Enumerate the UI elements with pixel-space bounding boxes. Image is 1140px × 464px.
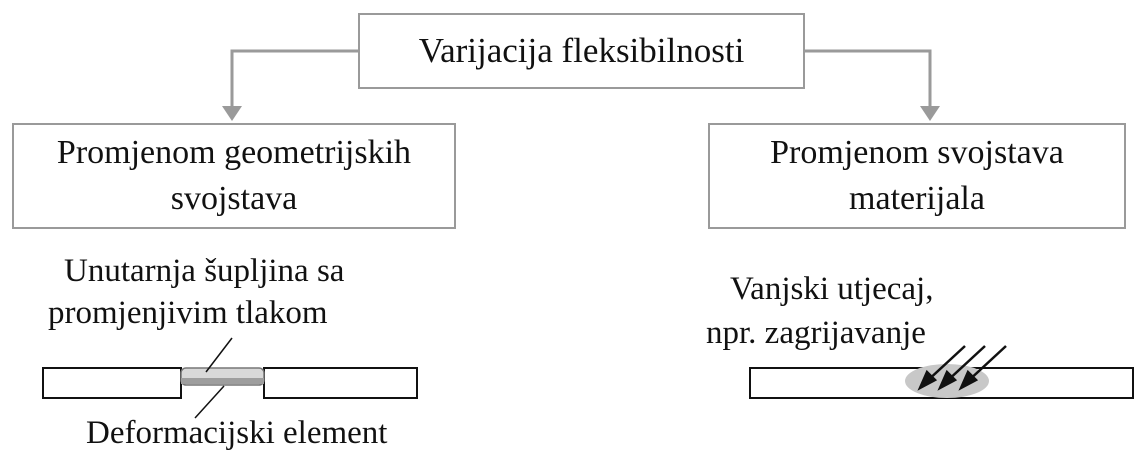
- connector-to-left-box: [230, 49, 358, 113]
- right-connector-arrowhead: [920, 106, 940, 121]
- left-beam-segment-b: [263, 367, 418, 399]
- material-properties-box: Promjenom svojstava materijala: [708, 123, 1126, 229]
- geometric-properties-line-1: Promjenom geometrijskih: [56, 134, 412, 171]
- deformation-element-strip: [181, 378, 264, 384]
- cavity-label-line-2: promjenjivim tlakom: [48, 295, 328, 331]
- heat-arrow-2-head: [937, 369, 958, 391]
- cavity-leader-line: [205, 337, 233, 373]
- left-connector-arrowhead: [222, 106, 242, 121]
- deformation-leader-line: [194, 385, 225, 419]
- heat-arrow-3-head: [958, 369, 979, 391]
- connector-to-right-box: [805, 49, 932, 113]
- material-properties-line-2: materijala: [849, 180, 985, 217]
- external-influence-label-line-2: npr. zagrijavanje: [706, 315, 926, 351]
- left-beam-segment-a: [42, 367, 182, 399]
- cavity-label-line-1: Unutarnja šupljina sa: [64, 253, 345, 289]
- deformation-element-label: Deformacijski element: [86, 415, 388, 451]
- heat-arrows: [917, 345, 1007, 391]
- heat-arrow-1-head: [917, 369, 938, 391]
- root-node-box: Varijacija fleksibilnosti: [358, 13, 805, 89]
- geometric-properties-box: Promjenom geometrijskih svojstava: [12, 123, 456, 229]
- geometric-properties-line-2: svojstava: [170, 180, 298, 217]
- external-influence-label-line-1: Vanjski utjecaj,: [730, 271, 934, 307]
- material-properties-line-1: Promjenom svojstava: [770, 134, 1064, 171]
- root-node-title: Varijacija fleksibilnosti: [418, 31, 745, 70]
